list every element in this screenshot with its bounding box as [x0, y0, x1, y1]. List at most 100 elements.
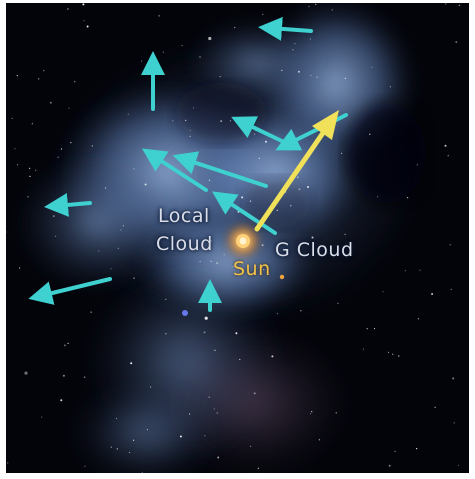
star [11, 117, 13, 119]
star [271, 355, 274, 358]
star [262, 13, 264, 15]
star [362, 348, 364, 350]
star [232, 266, 234, 268]
cyan-arrow-icon [172, 151, 268, 188]
star [344, 233, 346, 235]
star [229, 120, 232, 122]
star [276, 313, 279, 315]
star [276, 209, 278, 211]
cyan-arrow-icon [258, 16, 313, 41]
star [158, 15, 160, 17]
star [43, 70, 45, 72]
star [294, 43, 296, 45]
cyan-arrow-icon [28, 277, 112, 305]
star [210, 240, 212, 242]
star [331, 9, 333, 11]
star [445, 3, 447, 5]
star [450, 288, 452, 290]
star [220, 120, 223, 123]
star [185, 119, 187, 121]
star [128, 451, 131, 454]
star [179, 435, 182, 438]
star [457, 464, 459, 466]
yellow-arrow-icon [254, 110, 339, 232]
cyan-arrow-icon [44, 192, 92, 217]
star [192, 107, 195, 109]
star [455, 41, 458, 43]
star [261, 244, 264, 247]
star [133, 277, 135, 279]
star [27, 196, 29, 198]
star [68, 107, 70, 109]
star [189, 129, 191, 131]
star [241, 196, 244, 199]
star [387, 351, 390, 353]
star [172, 120, 174, 122]
star [6, 231, 7, 233]
star [417, 318, 419, 320]
star [416, 164, 418, 166]
star [120, 229, 122, 231]
star [316, 76, 318, 78]
star [67, 342, 69, 344]
star [371, 66, 373, 68]
sun-label: Sun [233, 258, 271, 280]
star [431, 293, 434, 295]
star [14, 148, 16, 150]
star [24, 371, 28, 375]
star [308, 6, 310, 8]
star [300, 310, 302, 312]
star [344, 77, 346, 79]
star [222, 209, 224, 211]
star [67, 8, 69, 10]
star [235, 332, 238, 335]
cyan-arrow-icon [211, 191, 277, 235]
star [122, 225, 124, 227]
star [453, 422, 455, 424]
star [189, 413, 191, 415]
star [249, 200, 252, 202]
star [404, 270, 406, 272]
star [398, 355, 400, 357]
star [16, 75, 18, 77]
star [290, 205, 292, 207]
interstellar-scene: Local Cloud G Cloud Sun [6, 3, 469, 473]
star [16, 164, 19, 166]
star [57, 156, 59, 158]
star [341, 152, 343, 154]
star [309, 38, 311, 40]
star [382, 291, 384, 293]
star [263, 269, 265, 271]
star [83, 20, 85, 22]
nebula-cloud [16, 3, 426, 473]
star [281, 69, 283, 71]
star [444, 144, 447, 147]
star [98, 250, 100, 252]
star [62, 374, 65, 377]
star [130, 362, 133, 365]
star [311, 236, 314, 239]
star [117, 247, 119, 249]
star [219, 76, 221, 78]
star [84, 376, 86, 378]
star [257, 467, 259, 469]
star [315, 3, 317, 5]
star [335, 412, 337, 414]
star [377, 196, 379, 198]
star [204, 316, 208, 320]
star [52, 215, 55, 218]
star [394, 450, 396, 452]
star [29, 167, 31, 169]
star [35, 169, 37, 171]
star [199, 56, 201, 58]
star [297, 176, 299, 178]
star [452, 377, 455, 380]
star [458, 4, 460, 6]
star [254, 133, 256, 135]
star [407, 197, 409, 199]
star [7, 462, 9, 464]
star [253, 392, 256, 395]
star [226, 197, 228, 199]
star [388, 464, 391, 467]
star [258, 157, 260, 159]
